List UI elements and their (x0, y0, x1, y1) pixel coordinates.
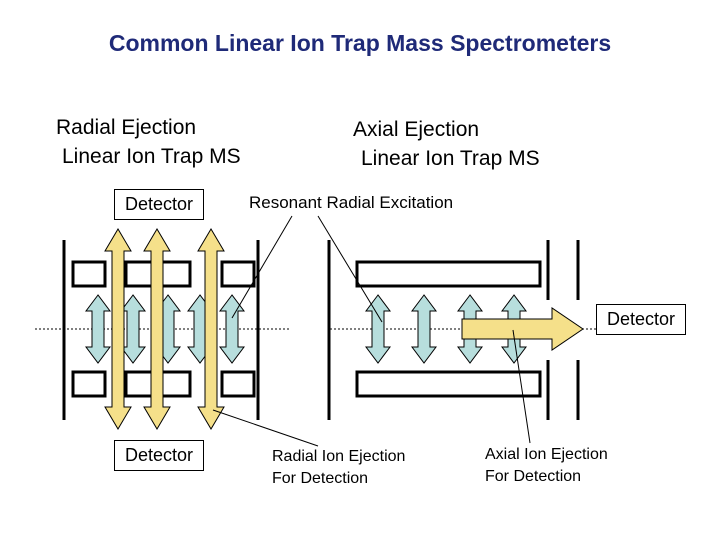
radial-ion-ejection-label: Radial Ion Ejection For Detection (272, 446, 405, 490)
callout-axial-ejection (512, 329, 531, 444)
radial-ion-ejection-line2: For Detection (272, 470, 369, 487)
radial-heading: Radial Ejection Linear Ion Trap MS (56, 113, 241, 171)
axial-heading-line1: Axial Ejection (353, 118, 480, 141)
callout-lines (212, 215, 531, 447)
axial-top-electrode (355, 260, 542, 288)
axial-bottom-electrode (355, 370, 542, 398)
slide-title: Common Linear Ion Trap Mass Spectrometer… (108, 30, 612, 56)
callout-resonant-axial (317, 215, 383, 323)
axial-heading-line2: Linear Ion Trap MS (361, 147, 540, 170)
resonant-radial-excitation-label: Resonant Radial Excitation (249, 193, 454, 212)
radial-ejection-arrows (104, 228, 225, 430)
radial-detector-bottom: Detector (114, 440, 205, 471)
radial-heading-line2: Linear Ion Trap MS (62, 145, 241, 168)
axial-heading: Axial Ejection Linear Ion Trap MS (353, 115, 540, 173)
axial-ion-ejection-label: Axial Ion Ejection For Detection (485, 444, 608, 488)
radial-ion-ejection-line1: Radial Ion Ejection (272, 448, 406, 465)
axial-trap (327, 240, 600, 420)
axial-detector: Detector (596, 304, 687, 335)
axial-ion-ejection-line1: Axial Ion Ejection (485, 446, 608, 463)
callout-radial-ejection (212, 409, 319, 447)
radial-detector-top: Detector (114, 189, 205, 220)
axial-ejection-arrow (461, 307, 584, 351)
radial-heading-line1: Radial Ejection (56, 116, 197, 139)
axial-ion-ejection-line2: For Detection (485, 468, 582, 485)
radial-trap (35, 228, 290, 430)
callout-resonant-radial (231, 215, 293, 319)
